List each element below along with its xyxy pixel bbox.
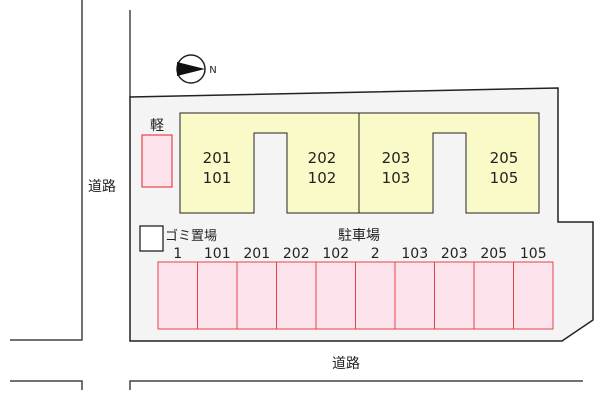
road-label-left: 道路 [88, 179, 116, 195]
unit-lower: 103 [382, 169, 411, 187]
parking-slot-label: 101 [204, 246, 231, 262]
light-car-label: 軽 [150, 118, 164, 134]
parking-slot-label: 103 [401, 246, 428, 262]
unit-upper: 201 [203, 149, 232, 167]
light-car-space [141, 134, 173, 188]
parking-slot [434, 261, 475, 330]
unit-lower: 101 [203, 169, 232, 187]
parking-slot [355, 261, 396, 330]
road-edge [10, 380, 83, 390]
road-label-bottom: 道路 [332, 356, 360, 372]
compass-north-icon: N [176, 54, 217, 84]
parking-slot-label: 105 [520, 246, 547, 262]
parking-slot-label: 205 [480, 246, 507, 262]
parking-slot-label: 202 [283, 246, 310, 262]
building [179, 112, 540, 214]
parking-slot [236, 261, 277, 330]
parking-slot [513, 261, 554, 330]
svg-text:N: N [209, 65, 216, 76]
parking-slot [276, 261, 317, 330]
unit-lower: 102 [308, 169, 337, 187]
parking-slot-label: 203 [441, 246, 468, 262]
unit-upper: 205 [490, 149, 519, 167]
parking-title: 駐車場 [338, 227, 380, 244]
parking-slot-label: 1 [173, 246, 182, 262]
unit-upper: 202 [308, 149, 337, 167]
parking-slot [315, 261, 356, 330]
parking-slot [157, 261, 198, 330]
trash-label: ゴミ置場 [165, 228, 217, 244]
road-edge [10, 0, 83, 341]
unit-lower: 105 [490, 169, 519, 187]
parking-slot [473, 261, 514, 330]
unit-upper: 203 [382, 149, 411, 167]
road-edge [129, 380, 583, 390]
parking-slot [394, 261, 435, 330]
parking-slot [197, 261, 238, 330]
trash-area [139, 225, 164, 252]
parking-slot-label: 201 [243, 246, 270, 262]
parking-slot-label: 2 [371, 246, 380, 262]
parking-slot-label: 102 [322, 246, 349, 262]
